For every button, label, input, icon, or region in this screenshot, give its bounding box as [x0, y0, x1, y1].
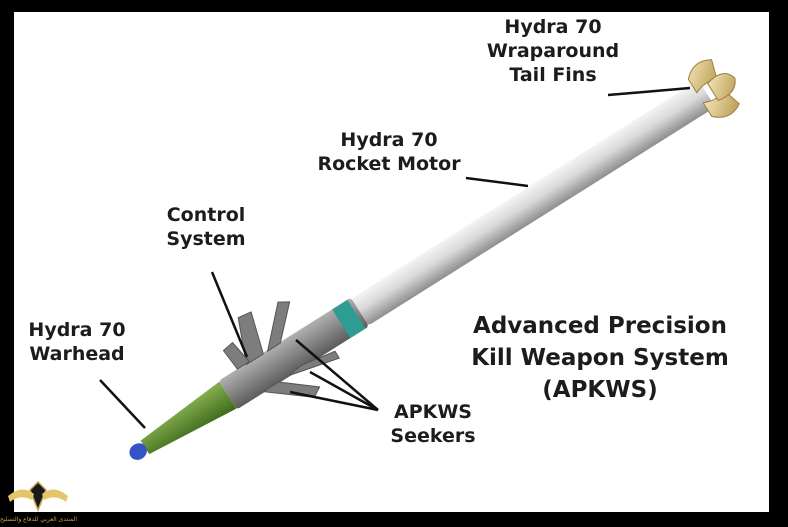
- warhead-label-line2: Warhead: [29, 343, 125, 365]
- rocket: [129, 59, 740, 460]
- seekers-label: APKWS Seekers: [378, 400, 488, 448]
- rocket-motor-leader: [465, 176, 529, 188]
- rocket-motor-label: Hydra 70 Rocket Motor: [305, 128, 473, 176]
- watermark-logo: [8, 480, 68, 513]
- diagram-panel: [14, 12, 769, 512]
- seekers-label-line1: APKWS: [394, 401, 472, 423]
- title-line1: Advanced Precision: [473, 313, 727, 339]
- warhead-leader: [99, 379, 146, 429]
- tail-fins-leader: [607, 86, 691, 97]
- tail-fins-label: Hydra 70 Wraparound Tail Fins: [478, 15, 628, 87]
- seekers-leader-2: [309, 370, 379, 412]
- tail-fins-label-line3: Tail Fins: [509, 64, 597, 86]
- title-line2: Kill Weapon System: [471, 345, 729, 371]
- control-system-label-line1: Control: [166, 204, 246, 226]
- warhead: [140, 381, 237, 455]
- teal-band: [332, 299, 366, 339]
- control-system-leader: [210, 271, 249, 358]
- tail-fins-label-line1: Hydra 70: [504, 16, 602, 38]
- tail-fins-label-line2: Wraparound: [486, 40, 620, 62]
- nose-tip: [129, 443, 147, 460]
- warhead-label: Hydra 70 Warhead: [22, 318, 132, 366]
- rocket-motor: [351, 82, 714, 325]
- title-line3: (APKWS): [542, 377, 658, 403]
- warhead-label-line1: Hydra 70: [28, 319, 126, 341]
- diagram-title: Advanced Precision Kill Weapon System (A…: [450, 310, 750, 406]
- callout-lines: [99, 86, 691, 429]
- rocket-motor-label-line1: Hydra 70: [340, 129, 438, 151]
- watermark-text: المنتدى العربي للدفاع والتسليح: [0, 516, 77, 523]
- seekers-leader-3: [289, 390, 379, 412]
- tail-fins: [687, 59, 740, 118]
- seeker-fins: [222, 301, 340, 398]
- seekers-leader-1: [295, 339, 379, 411]
- seekers-label-line2: Seekers: [390, 425, 476, 447]
- rocket-motor-label-line2: Rocket Motor: [317, 153, 461, 175]
- control-system-label: Control System: [150, 203, 262, 251]
- guidance-section: [219, 298, 368, 409]
- control-system-label-line2: System: [166, 228, 246, 250]
